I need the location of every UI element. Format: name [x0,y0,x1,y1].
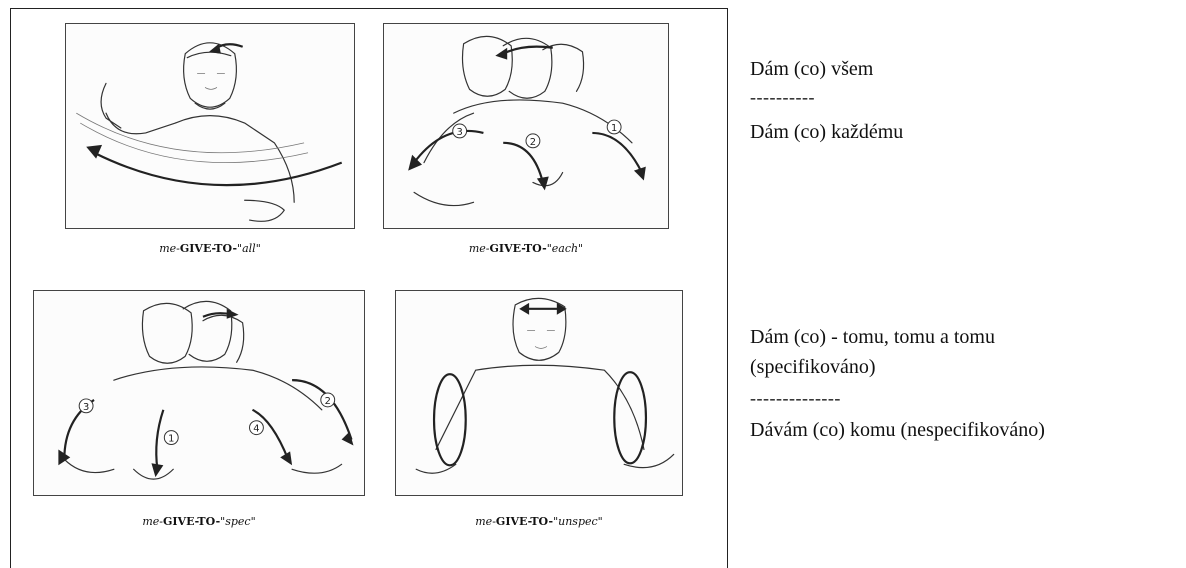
illustration-give-to-unspec [395,290,683,496]
caption-prefix: me- [475,515,496,528]
caption-prefix: me- [469,242,490,255]
step-number-3: 3 [83,402,89,413]
caption-suffix: "each" [547,242,583,255]
caption-give-to-unspec: me-GIVE-TO-"unspec" [395,515,683,528]
caption-suffix: "all" [237,242,261,255]
divider-dashes: ---------- [750,85,815,109]
step-number-4: 4 [253,424,259,435]
step-number-1: 1 [611,123,617,134]
signer-drawing-spec: 1 2 3 4 [34,291,364,495]
signer-drawing-unspec [396,291,682,495]
signer-drawing-all [66,24,354,228]
translation-spec: Dám (co) - tomu, tomu a tomu [750,325,995,349]
caption-verb: GIVE-TO- [490,242,547,255]
translation-unspec: Dávám (co) komu (nespecifikováno) [750,418,1045,442]
caption-suffix: "unspec" [553,515,603,528]
translation-each: Dám (co) každému [750,120,903,144]
step-number-2: 2 [325,396,331,407]
caption-prefix: me- [159,242,180,255]
caption-prefix: me- [142,515,163,528]
caption-verb: GIVE-TO- [180,242,237,255]
translation-spec-note: (specifikováno) [750,355,876,379]
translation-all: Dám (co) všem [750,57,873,81]
caption-verb: GIVE-TO- [496,515,553,528]
caption-give-to-each: me-GIVE-TO-"each" [383,242,669,255]
caption-verb: GIVE-TO- [163,515,220,528]
caption-suffix: "spec" [220,515,255,528]
step-number-2: 2 [530,137,536,148]
illustration-give-to-spec: 1 2 3 4 [33,290,365,496]
step-number-3: 3 [457,127,463,138]
illustration-give-to-each: 1 2 3 [383,23,669,229]
illustration-give-to-all [65,23,355,229]
divider-dashes: -------------- [750,386,841,410]
figure-frame: me-GIVE-TO-"all" 1 2 3 me-GIVE-TO-"each" [10,8,728,568]
caption-give-to-all: me-GIVE-TO-"all" [65,242,355,255]
step-number-1: 1 [168,434,174,445]
signer-drawing-each: 1 2 3 [384,24,668,228]
caption-give-to-spec: me-GIVE-TO-"spec" [33,515,365,528]
